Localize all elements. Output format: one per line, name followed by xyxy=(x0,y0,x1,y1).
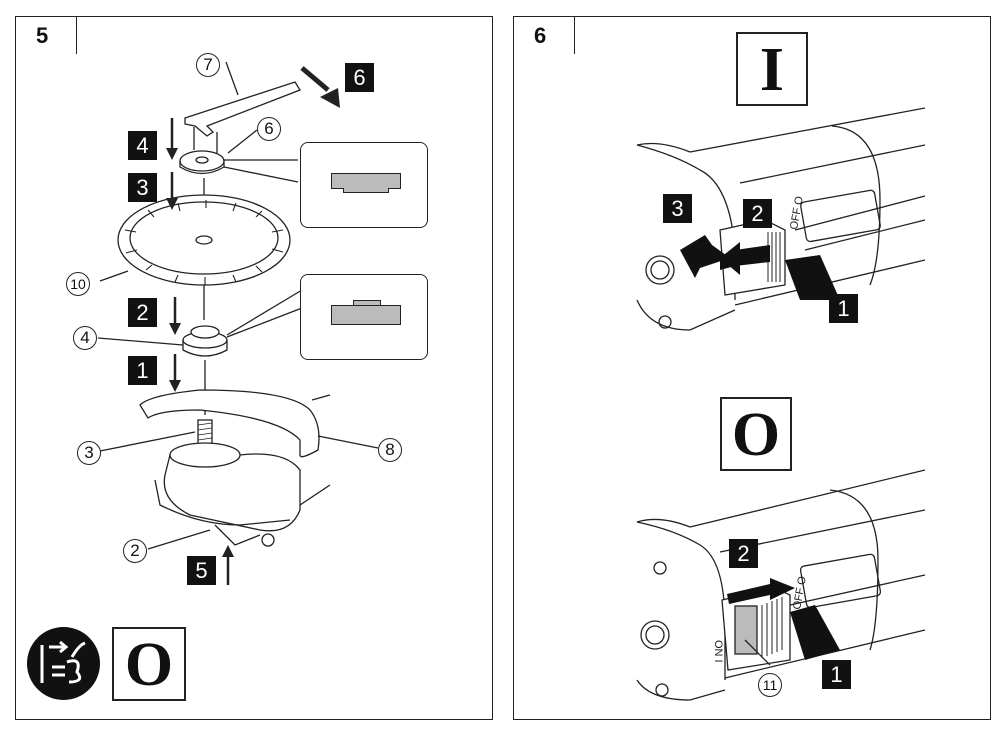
on-label: ON I xyxy=(712,640,724,663)
figure-6-number: 6 xyxy=(513,16,575,54)
part-callout-inner-flange: 4 xyxy=(73,326,97,350)
step-badge: 1 xyxy=(829,294,858,323)
outer-flange-detail xyxy=(300,142,428,228)
off-label: OFF O xyxy=(791,575,809,611)
step-badge: 5 xyxy=(187,556,216,585)
unplug-icon xyxy=(27,627,100,700)
figure-5-panel xyxy=(15,16,493,720)
inner-flange-detail xyxy=(300,274,428,360)
step-badge: 6 xyxy=(345,63,374,92)
step-badge: 2 xyxy=(729,539,758,568)
off-label: OFF O xyxy=(788,195,806,231)
step-badge: 1 xyxy=(822,660,851,689)
part-callout-guard: 8 xyxy=(378,438,402,462)
part-callout-wrench: 7 xyxy=(196,53,220,77)
switch-off-symbol: O xyxy=(720,397,792,471)
step-badge: 2 xyxy=(128,298,157,327)
step-badge: 1 xyxy=(128,356,157,385)
step-badge: 4 xyxy=(128,131,157,160)
figure-5-number: 5 xyxy=(15,16,77,54)
part-callout-blade: 10 xyxy=(66,272,90,296)
step-badge: 3 xyxy=(128,173,157,202)
step-badge: 2 xyxy=(743,199,772,228)
part-callout-outer-flange: 6 xyxy=(257,117,281,141)
switch-off-symbol: O xyxy=(112,627,186,701)
step-badge: 3 xyxy=(663,194,692,223)
part-callout-switch: 11 xyxy=(758,673,782,697)
switch-on-symbol: I xyxy=(736,32,808,106)
part-callout-spindle: 3 xyxy=(77,441,101,465)
part-callout-spindle-lock: 2 xyxy=(123,539,147,563)
